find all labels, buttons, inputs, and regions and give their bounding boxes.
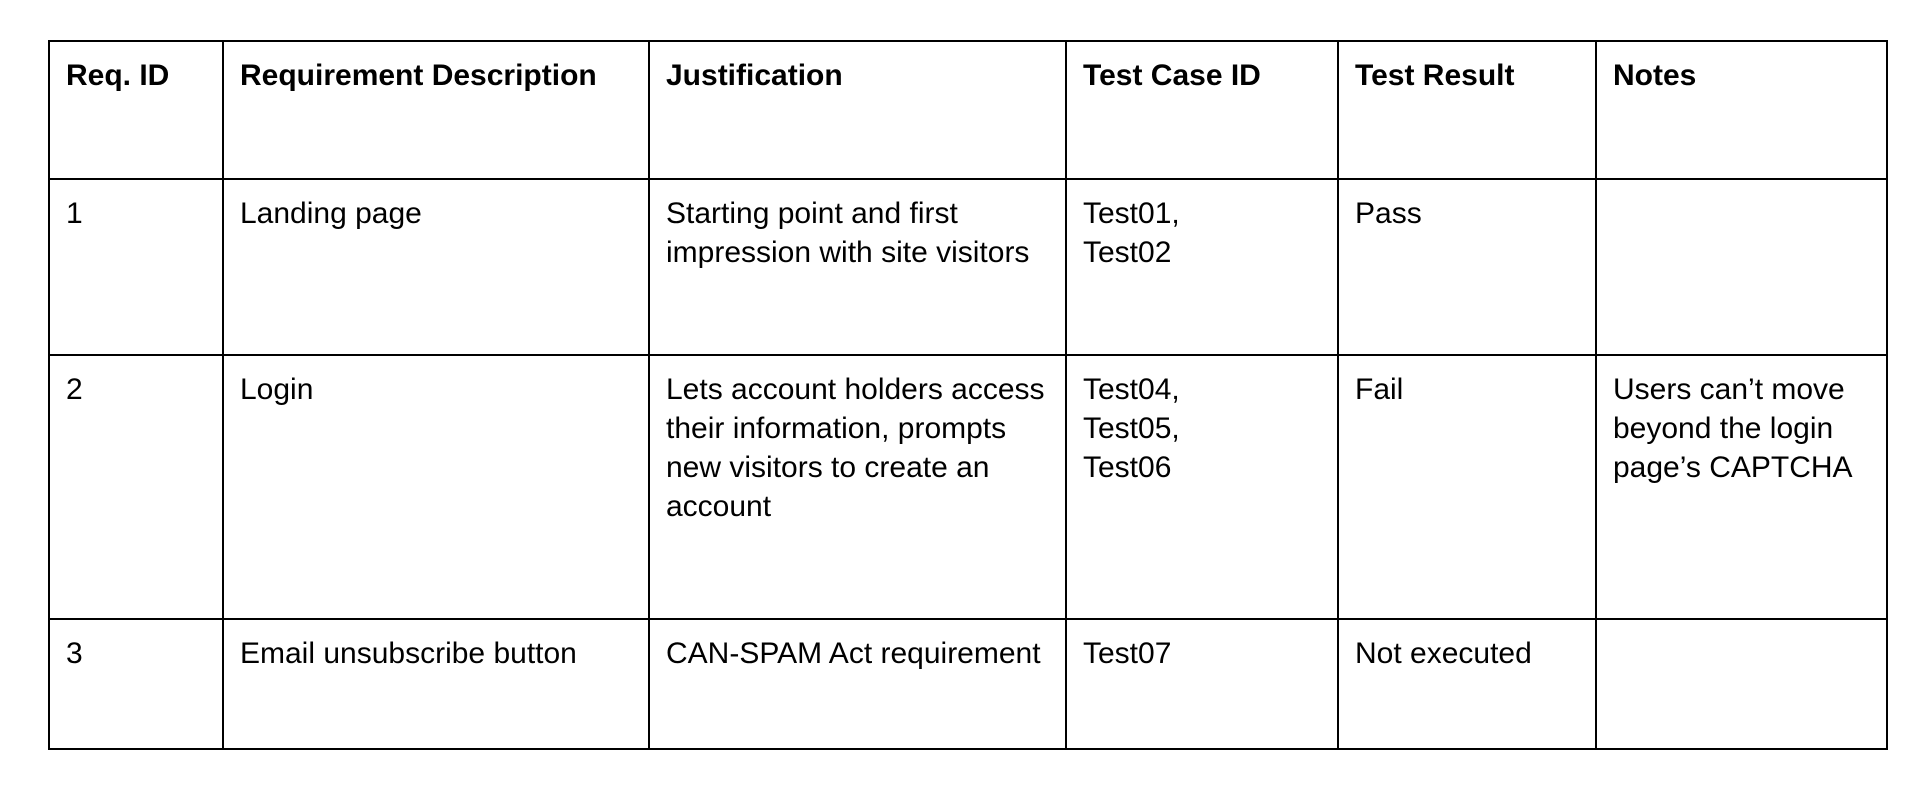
column-header-justification: Justification [648, 40, 1067, 180]
cell-value: Lets account holders access their inform… [666, 373, 1045, 523]
cell-value: 1 [66, 197, 83, 230]
cell-value: Pass [1355, 197, 1422, 230]
table-body: 1 Landing page Starting point and first … [48, 178, 1888, 750]
cell-value: Email unsubscribe button [240, 637, 577, 670]
cell-value: 2 [66, 373, 83, 406]
cell-notes: Users can’t move beyond the login page’s… [1595, 354, 1888, 620]
cell-req-id: 3 [48, 618, 224, 750]
cell-value: Test04, Test05, Test06 [1083, 373, 1180, 484]
cell-value: CAN-SPAM Act requirement [666, 637, 1041, 670]
cell-value: Fail [1355, 373, 1404, 406]
column-header-label: Test Case ID [1083, 59, 1261, 92]
requirements-traceability-table: Req. ID Requirement Description Justific… [48, 40, 1888, 750]
column-header-req-id: Req. ID [48, 40, 224, 180]
column-header-notes: Notes [1595, 40, 1888, 180]
cell-requirement-description: Landing page [222, 178, 650, 356]
cell-value: Login [240, 373, 314, 406]
cell-req-id: 2 [48, 354, 224, 620]
cell-requirement-description: Login [222, 354, 650, 620]
table-row: 2 Login Lets account holders access thei… [48, 354, 1888, 620]
column-header-test-case-id: Test Case ID [1065, 40, 1339, 180]
cell-value: Starting point and first impression with… [666, 197, 1030, 269]
table-header: Req. ID Requirement Description Justific… [48, 40, 1888, 180]
cell-value: Test01, Test02 [1083, 197, 1180, 269]
cell-test-case-id: Test07 [1065, 618, 1339, 750]
cell-test-result: Not executed [1337, 618, 1597, 750]
cell-justification: Starting point and first impression with… [648, 178, 1067, 356]
cell-test-result: Pass [1337, 178, 1597, 356]
cell-test-case-id: Test04, Test05, Test06 [1065, 354, 1339, 620]
cell-justification: Lets account holders access their inform… [648, 354, 1067, 620]
table-row: 3 Email unsubscribe button CAN-SPAM Act … [48, 618, 1888, 750]
column-header-label: Req. ID [66, 59, 170, 92]
cell-test-result: Fail [1337, 354, 1597, 620]
column-header-test-result: Test Result [1337, 40, 1597, 180]
cell-requirement-description: Email unsubscribe button [222, 618, 650, 750]
column-header-label: Justification [666, 59, 843, 92]
column-header-label: Test Result [1355, 59, 1515, 92]
column-header-label: Notes [1613, 59, 1697, 92]
cell-value: 3 [66, 637, 83, 670]
cell-justification: CAN-SPAM Act requirement [648, 618, 1067, 750]
cell-value: Users can’t move beyond the login page’s… [1613, 373, 1853, 484]
cell-notes [1595, 178, 1888, 356]
cell-req-id: 1 [48, 178, 224, 356]
cell-value: Landing page [240, 197, 422, 230]
column-header-label: Requirement Description [240, 59, 597, 92]
column-header-requirement-description: Requirement Description [222, 40, 650, 180]
cell-value: Test07 [1083, 637, 1172, 670]
cell-test-case-id: Test01, Test02 [1065, 178, 1339, 356]
table-row: 1 Landing page Starting point and first … [48, 178, 1888, 356]
cell-value: Not executed [1355, 637, 1532, 670]
table-header-row: Req. ID Requirement Description Justific… [48, 40, 1888, 180]
cell-notes [1595, 618, 1888, 750]
